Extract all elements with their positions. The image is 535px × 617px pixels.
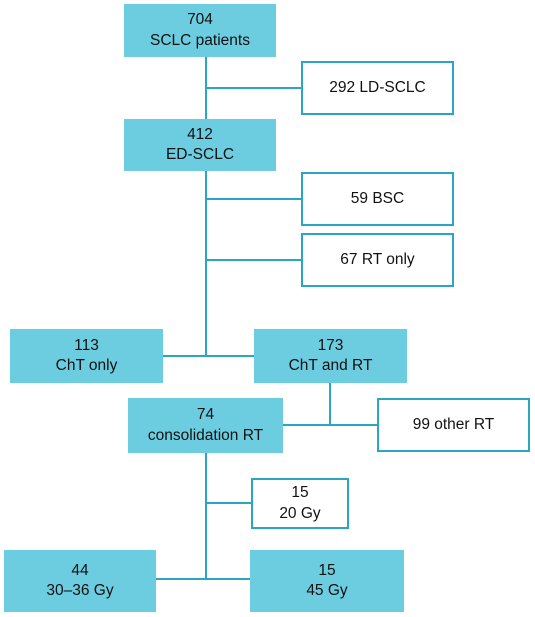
consolidation-count: 74 [196,406,215,424]
cht-only-label: ChT only [55,357,118,374]
gy20-label: 20 Gy [279,504,321,522]
node-consolidation-rt: 74 consolidation RT [128,398,283,453]
node-other-rt: 99 other RT [377,398,530,452]
gy30-36-label: 30–36 Gy [46,582,114,599]
node-ld-sclc: 292 LD-SCLC [301,61,454,115]
gy45-label: 45 Gy [306,582,348,599]
node-cht-only: 113 ChT only [10,329,163,383]
ed-sclc-label: ED-SCLC [165,146,235,163]
node-30-36-gy: 44 30–36 Gy [4,550,156,612]
node-45-gy: 15 45 Gy [250,550,404,612]
cht-only-count: 113 [74,336,99,354]
cht-rt-label: ChT and RT [288,357,373,374]
node-rt-only: 67 RT only [301,233,454,287]
sclc-label: SCLC patients [150,31,250,49]
gy30-36-count: 44 [71,561,89,579]
gy45-count: 15 [318,561,336,579]
rt-only-label: 67 RT only [340,250,415,268]
node-ed-sclc: 412 ED-SCLC [124,119,276,171]
ed-sclc-count: 412 [187,125,213,143]
consolidation-label: consolidation RT [147,426,264,444]
node-20-gy: 15 20 Gy [251,478,349,529]
node-cht-and-rt: 173 ChT and RT [254,329,407,383]
node-sclc-patients: 704 SCLC patients [124,4,276,57]
bsc-label: 59 BSC [350,189,405,207]
gy20-count: 15 [291,484,309,502]
other-rt-label: 99 other RT [412,415,495,433]
sclc-count: 704 [187,11,213,29]
ld-sclc-label: 292 LD-SCLC [329,78,426,96]
node-bsc: 59 BSC [301,172,454,226]
cht-rt-count: 173 [317,336,344,354]
